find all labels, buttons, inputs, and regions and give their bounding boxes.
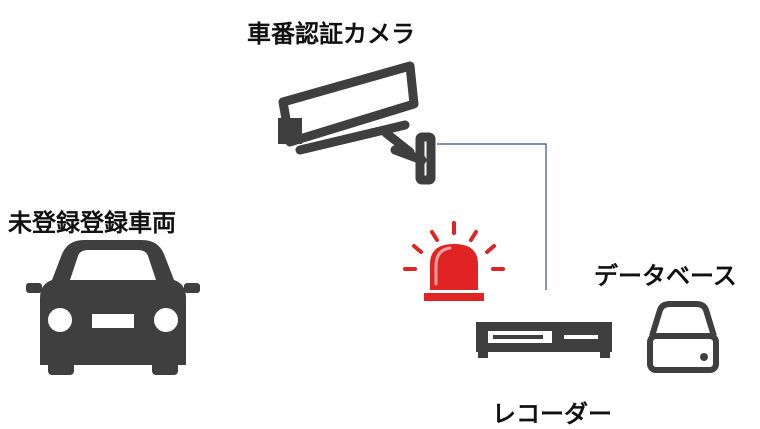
database-label: データベース	[594, 262, 737, 290]
recorder-icon	[476, 322, 612, 358]
recorder-label: レコーダー	[492, 400, 612, 428]
camera-label: 車番認証カメラ	[247, 20, 415, 48]
alarm-light-icon	[403, 221, 505, 301]
security-camera-icon	[278, 61, 436, 185]
car-icon	[26, 240, 200, 375]
database-icon	[647, 301, 719, 373]
vehicle-label: 未登録登録車両	[8, 209, 176, 237]
camera-recorder-connector	[437, 143, 547, 290]
